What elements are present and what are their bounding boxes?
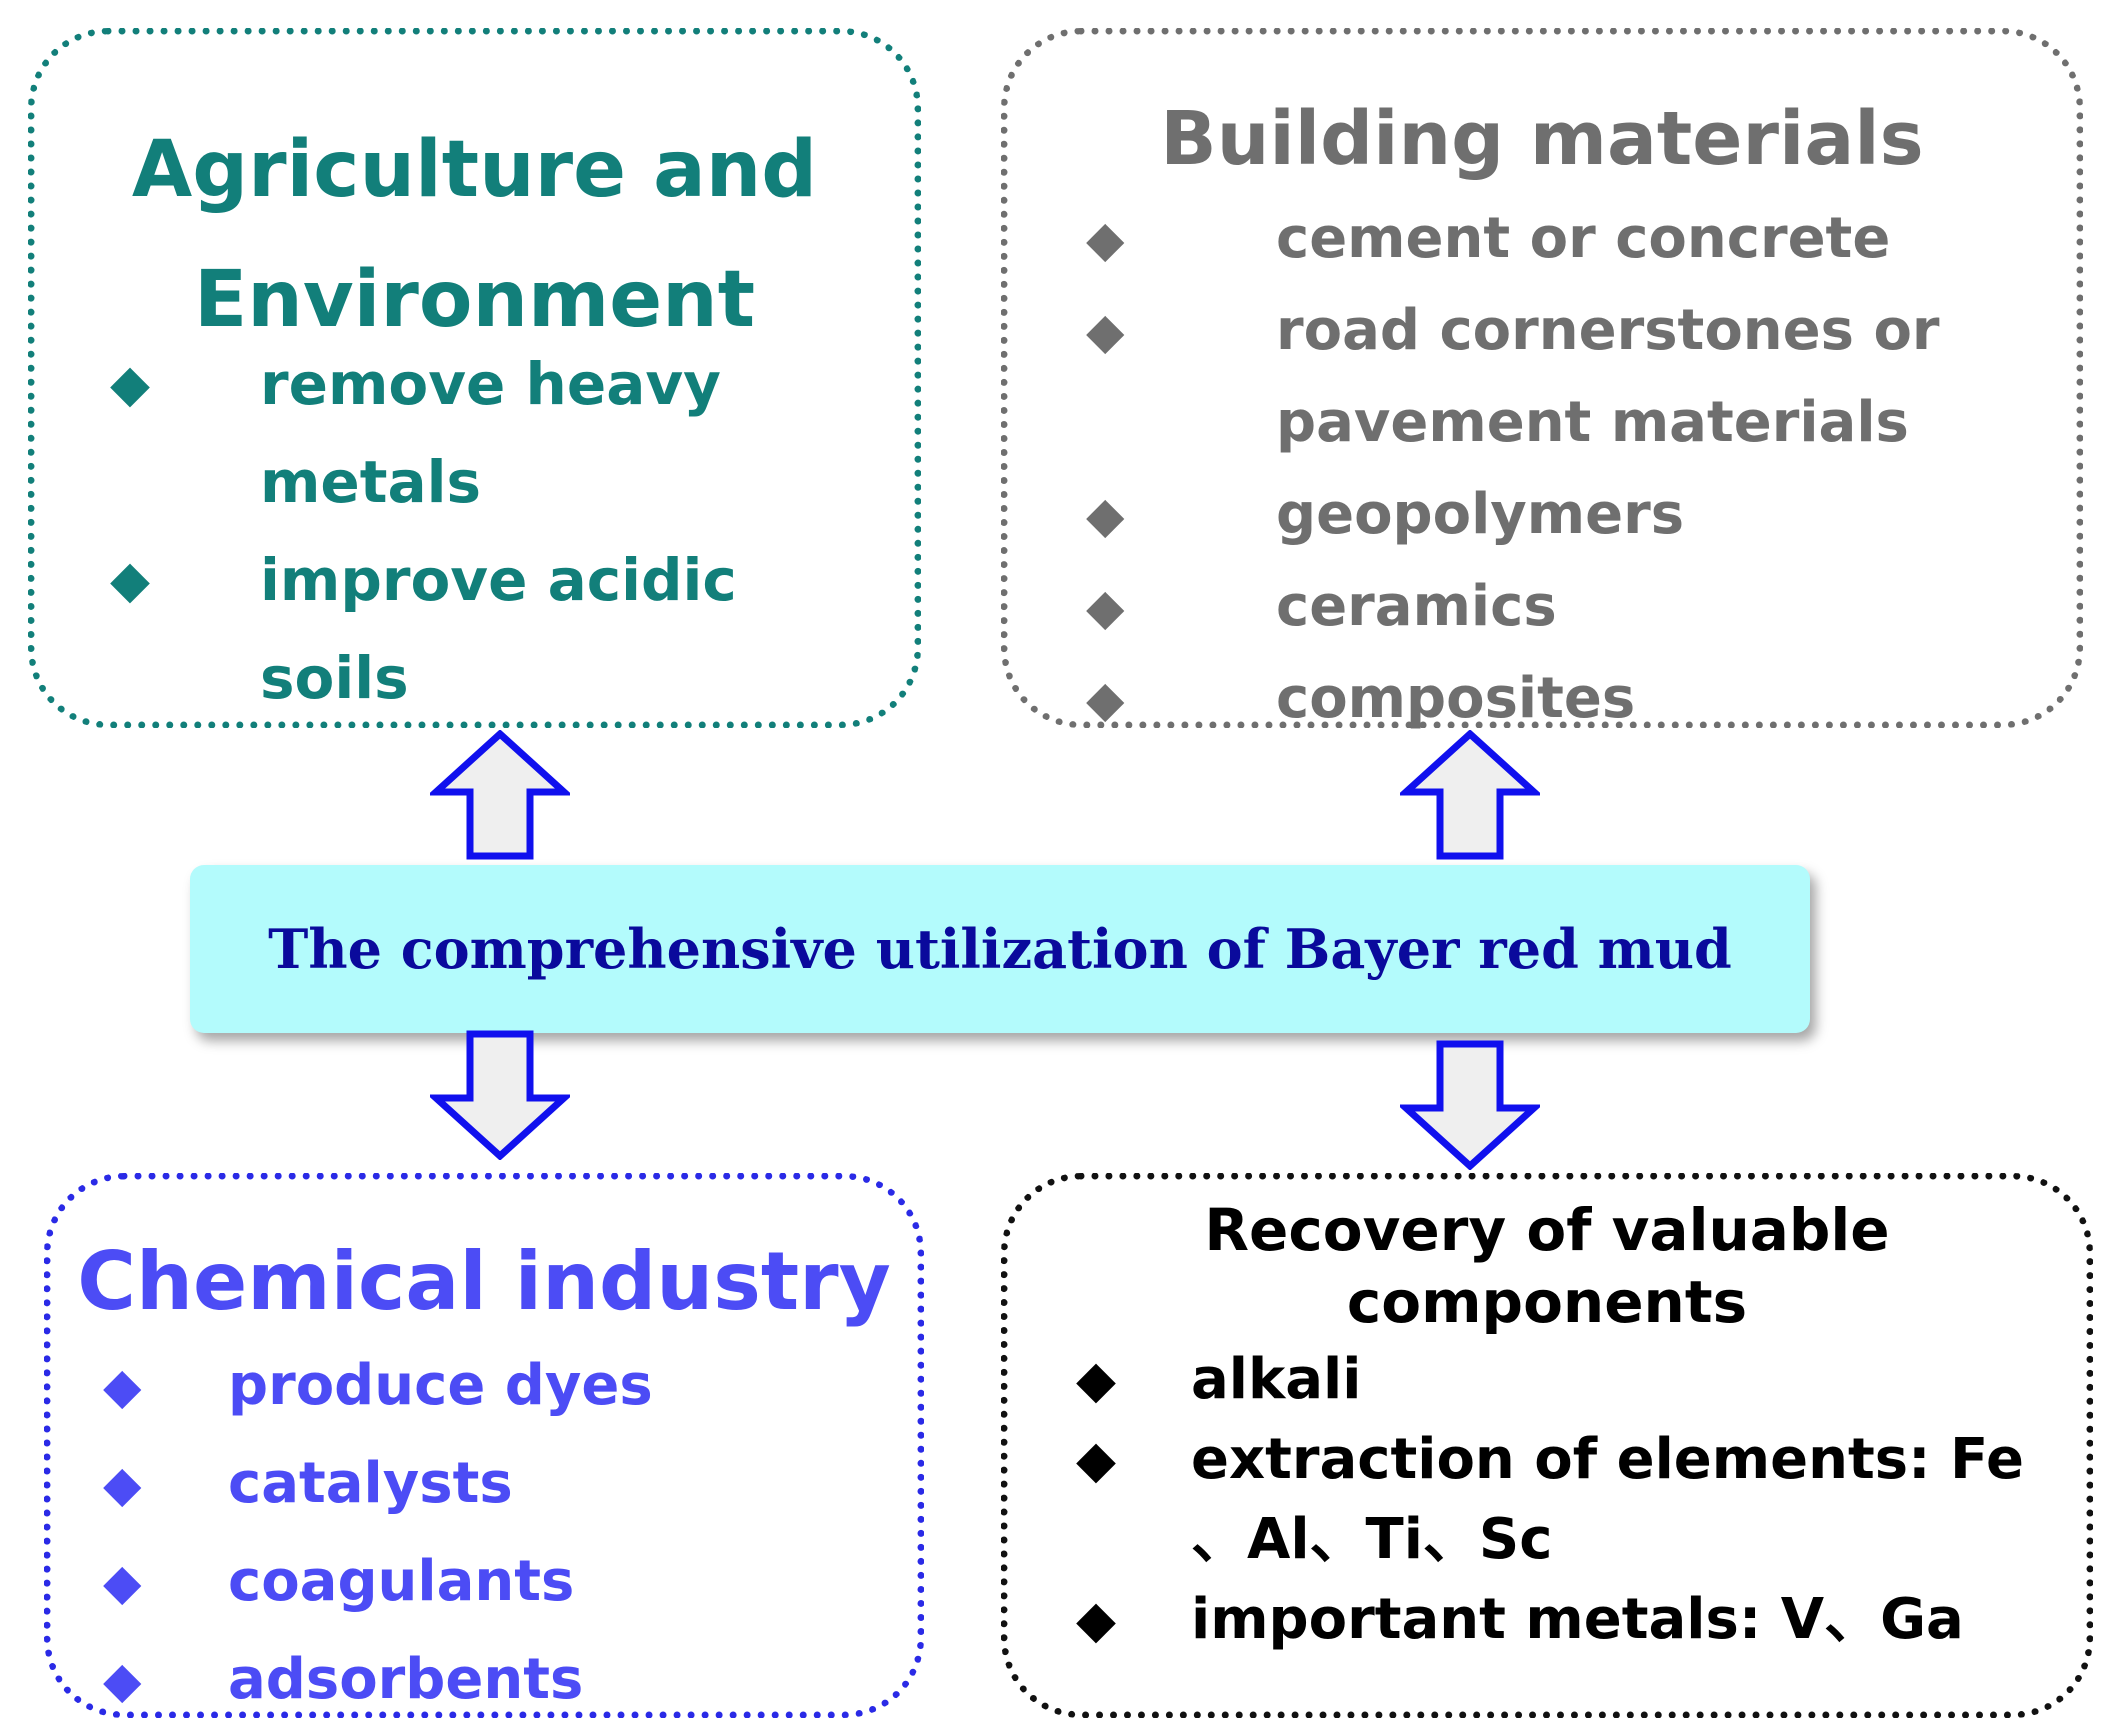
building-title: Building materials xyxy=(1160,96,1924,182)
item-line: improve acidic xyxy=(260,546,737,614)
chemical-panel: Chemical industry ◆ produce dyes ◆ catal… xyxy=(44,1173,924,1718)
arrow-up-icon xyxy=(430,730,570,860)
item-line: catalysts xyxy=(228,1451,513,1516)
list-item: ◆ alkali xyxy=(1076,1340,2086,1420)
agriculture-title: Agriculture and Environment xyxy=(35,105,914,365)
list-item: ◆ geopolymers xyxy=(1086,469,2066,561)
item-line: road cornerstones or xyxy=(1276,298,1940,363)
diamond-icon: ◆ xyxy=(103,1553,142,1611)
building-list: ◆ cement or concrete ◆ road cornerstones… xyxy=(1086,193,2066,745)
diamond-icon: ◆ xyxy=(1086,486,1125,544)
diamond-icon: ◆ xyxy=(1076,1430,1116,1490)
list-item: ◆ catalysts xyxy=(103,1435,903,1533)
item-line-cont: metals xyxy=(260,448,482,516)
list-item: ◆ composites xyxy=(1086,653,2066,745)
item-line-cont: pavement materials xyxy=(1276,390,1909,455)
item-line: geopolymers xyxy=(1276,482,1685,547)
recovery-title-line2: components xyxy=(1346,1268,1748,1336)
item-line: composites xyxy=(1276,666,1636,731)
item-line: cement or concrete xyxy=(1276,206,1891,271)
list-item: ◆ cement or concrete xyxy=(1086,193,2066,285)
item-line: alkali xyxy=(1191,1347,1362,1412)
item-line-cont: 、Al、Ti、Sc xyxy=(1191,1507,1553,1572)
chemical-list: ◆ produce dyes ◆ catalysts ◆ coagulants … xyxy=(103,1337,903,1729)
list-item: ◆ extraction of elements: Fe 、Al、Ti、Sc xyxy=(1076,1420,2086,1580)
agriculture-title-line2: Environment xyxy=(194,255,755,345)
diamond-icon: ◆ xyxy=(110,354,150,414)
item-line: coagulants xyxy=(228,1549,575,1614)
building-panel: Building materials ◆ cement or concrete … xyxy=(1001,28,2083,731)
diamond-icon: ◆ xyxy=(110,550,150,610)
center-topic-box: The comprehensive utilization of Bayer r… xyxy=(190,865,1810,1033)
diamond-icon: ◆ xyxy=(1086,302,1125,360)
arrow-down-icon xyxy=(430,1030,570,1160)
list-item: ◆ remove heavy metals xyxy=(110,335,870,531)
item-line: important metals: V、Ga xyxy=(1191,1587,1964,1652)
diamond-icon: ◆ xyxy=(1086,210,1125,268)
list-item: ◆ coagulants xyxy=(103,1533,903,1631)
diamond-icon: ◆ xyxy=(103,1357,142,1415)
list-item: ◆ adsorbents xyxy=(103,1631,903,1729)
list-item: ◆ improve acidic soils xyxy=(110,531,870,727)
recovery-list: ◆ alkali ◆ extraction of elements: Fe 、A… xyxy=(1076,1340,2086,1660)
agriculture-panel: Agriculture and Environment ◆ remove hea… xyxy=(28,28,921,728)
item-line: extraction of elements: Fe xyxy=(1191,1427,2024,1492)
recovery-title-line1: Recovery of valuable xyxy=(1204,1196,1890,1264)
arrow-up-icon xyxy=(1400,730,1540,860)
agriculture-title-line1: Agriculture and xyxy=(131,125,818,215)
item-line: remove heavy xyxy=(260,350,721,418)
agriculture-list: ◆ remove heavy metals ◆ improve acidic s… xyxy=(110,335,870,727)
item-line: produce dyes xyxy=(228,1353,653,1418)
center-title: The comprehensive utilization of Bayer r… xyxy=(268,917,1732,981)
list-item: ◆ road cornerstones or pavement material… xyxy=(1086,285,2066,469)
list-item: ◆ produce dyes xyxy=(103,1337,903,1435)
diamond-icon: ◆ xyxy=(1076,1590,1116,1650)
arrow-down-icon xyxy=(1400,1040,1540,1170)
item-line: ceramics xyxy=(1276,574,1557,639)
list-item: ◆ important metals: V、Ga xyxy=(1076,1580,2086,1660)
diamond-icon: ◆ xyxy=(1086,578,1125,636)
item-line-cont: soils xyxy=(260,644,409,712)
list-item: ◆ ceramics xyxy=(1086,561,2066,653)
diamond-icon: ◆ xyxy=(1086,670,1125,728)
recovery-title: Recovery of valuable components xyxy=(1008,1194,2086,1338)
chemical-title: Chemical industry xyxy=(77,1235,891,1328)
item-line: adsorbents xyxy=(228,1647,584,1712)
recovery-panel: Recovery of valuable components ◆ alkali… xyxy=(1001,1173,2093,1718)
diamond-icon: ◆ xyxy=(103,1651,142,1709)
diamond-icon: ◆ xyxy=(103,1455,142,1513)
diamond-icon: ◆ xyxy=(1076,1350,1116,1410)
